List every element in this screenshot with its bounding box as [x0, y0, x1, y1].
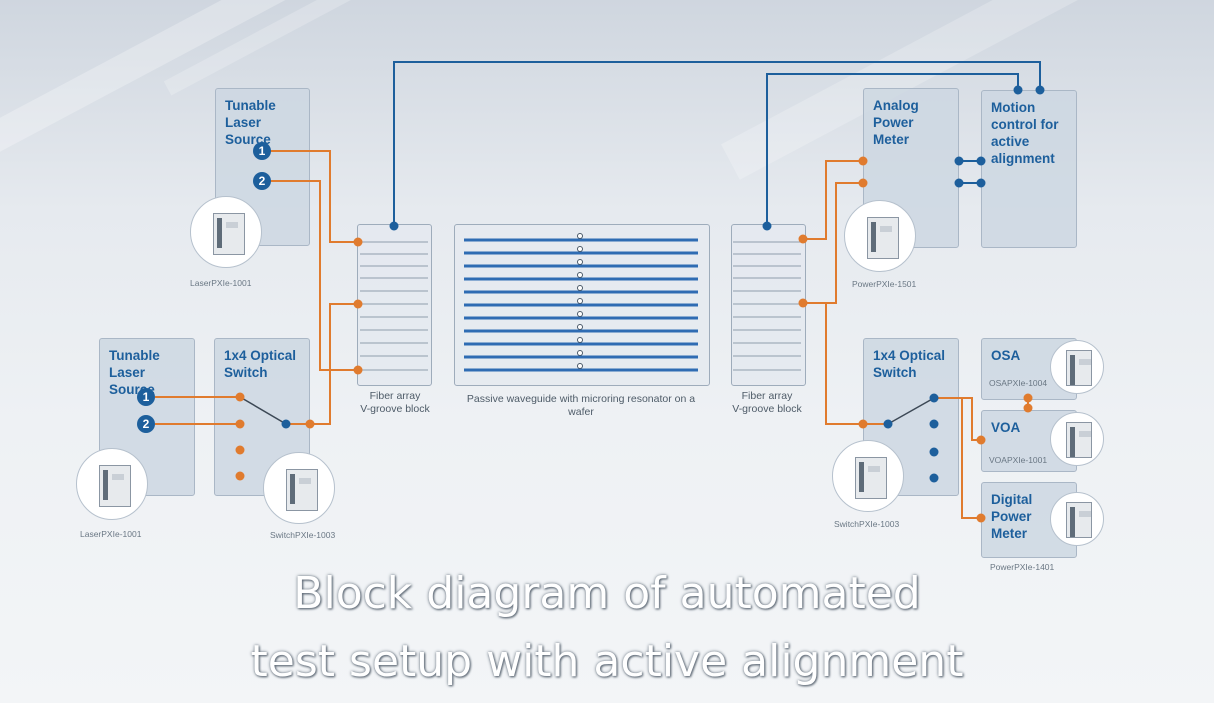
waveguides [464, 238, 698, 372]
orange-line-switch-in [803, 302, 888, 425]
orange-line-switch-out [286, 303, 358, 425]
device-label: PowerPXIe-1501 [852, 279, 917, 289]
orange-line-osa-voa [934, 397, 981, 441]
block-title: Tunable Laser Source [109, 348, 160, 397]
laser-device-image-bottom [76, 448, 148, 520]
device-label: VOAPXIe-1001 [989, 455, 1048, 465]
device-label: LaserPXIe-1001 [190, 278, 252, 288]
switch-lever-left [239, 396, 287, 425]
laser-device-image-top [190, 196, 262, 268]
orange-line-pm-1 [803, 160, 863, 240]
microrings [577, 233, 583, 369]
port-2-bottom: 2 [137, 415, 155, 433]
device-label: PowerPXIe-1401 [990, 562, 1055, 572]
block-title: 1x4 Optical Switch [224, 348, 297, 380]
port-2-top: 2 [253, 172, 271, 190]
block-title: OSA [991, 348, 1021, 363]
connection-dots [235, 85, 1045, 523]
block-title: Motion control for active alignment [991, 100, 1059, 166]
fiber-lines-right [733, 241, 801, 371]
block-title: 1x4 Optical Switch [873, 348, 946, 380]
blue-line-left-motion [393, 61, 1041, 226]
port-1-top: 1 [253, 142, 271, 160]
dpm-device-image [1050, 492, 1104, 546]
device-label: LaserPXIe-1001 [80, 529, 142, 539]
fiber-array-right-label: Fiber array V-groove block [732, 390, 802, 415]
fiber-array-left-label: Fiber array V-groove block [360, 390, 430, 415]
voa-device-image [1050, 412, 1104, 466]
block-title: VOA [991, 420, 1021, 435]
orange-line-laser1 [270, 150, 358, 243]
orange-line-laser2 [270, 180, 358, 371]
switch-device-image-left [263, 452, 335, 524]
motion-control: Motion control for active alignment [981, 90, 1077, 248]
caption-line-2: test setup with active alignment [250, 636, 964, 687]
switch-lever-right [887, 397, 935, 425]
port-1-bottom: 1 [137, 388, 155, 406]
osa-device-image [1050, 340, 1104, 394]
device-label: SwitchPXIe-1003 [834, 519, 900, 529]
fiber-array-right [731, 224, 806, 386]
block-title: Analog Power Meter [873, 98, 919, 147]
power-device-image [844, 200, 916, 272]
caption-line-1: Block diagram of automated [293, 568, 921, 619]
blue-line-right-motion [766, 73, 1019, 226]
fiber-lines-left [360, 241, 428, 371]
orange-line-dpm [934, 397, 981, 519]
wafer-label: Passive waveguide with microring resonat… [466, 393, 696, 418]
fiber-array-left [357, 224, 432, 386]
device-label: SwitchPXIe-1003 [270, 530, 336, 540]
switch-device-image-right [832, 440, 904, 512]
device-label: OSAPXIe-1004 [989, 378, 1048, 388]
block-title: Digital Power Meter [991, 492, 1033, 541]
